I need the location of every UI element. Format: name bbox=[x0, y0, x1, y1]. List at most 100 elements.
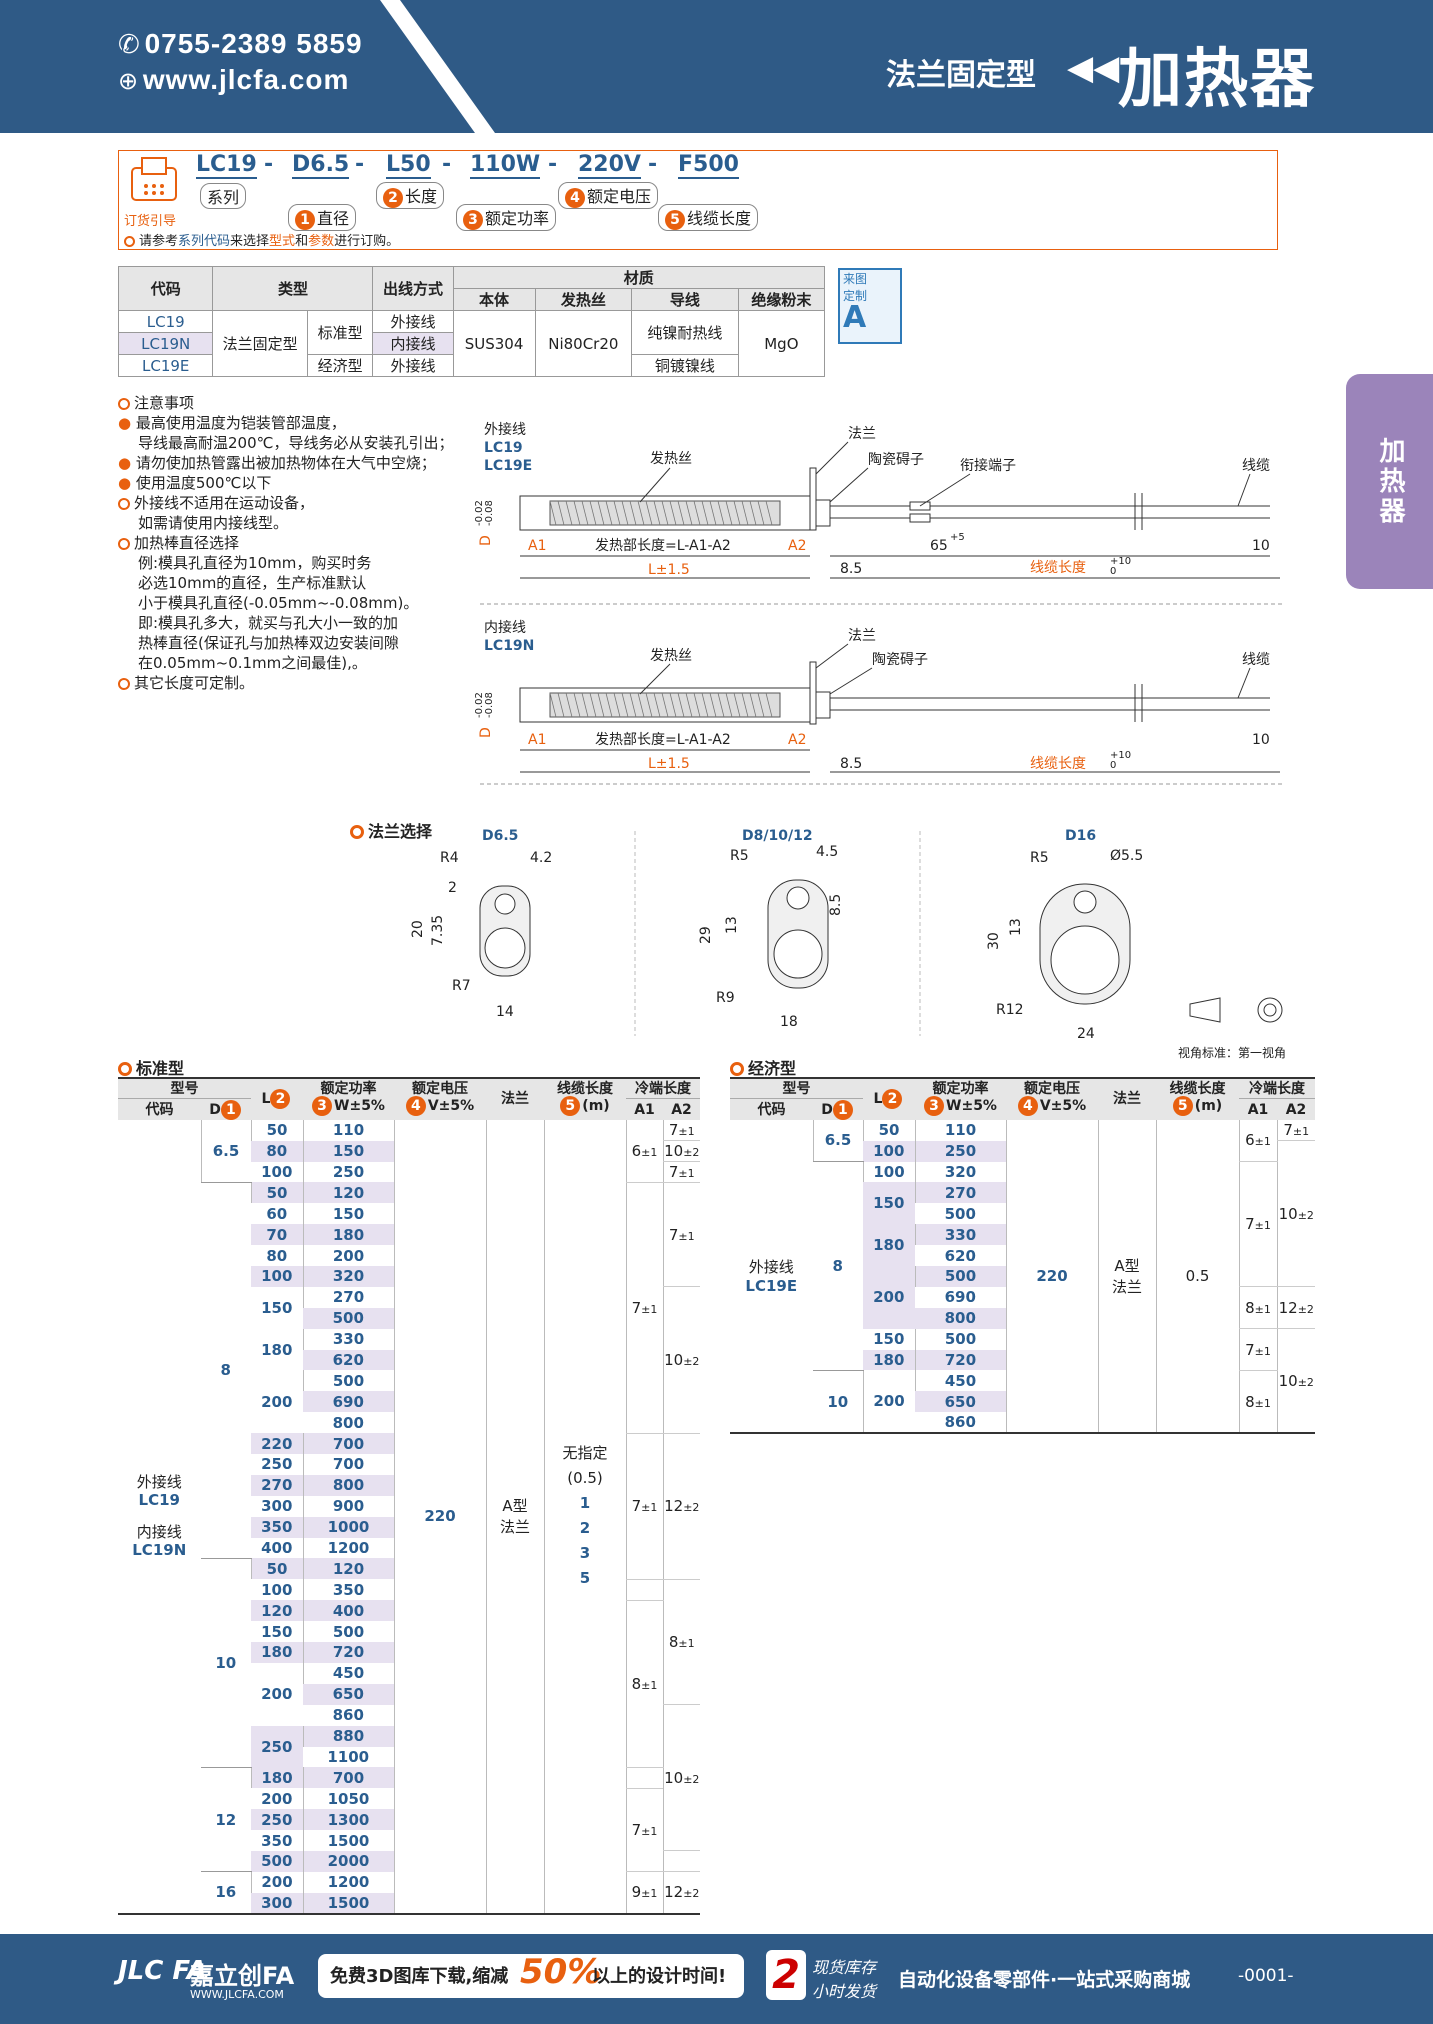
svg-text:A2: A2 bbox=[788, 538, 806, 554]
svg-text:线缆长度: 线缆长度 bbox=[1030, 560, 1086, 576]
svg-text:13: 13 bbox=[724, 916, 740, 934]
double-arrow-icon: ◀◀ bbox=[1067, 48, 1120, 88]
table-row: 860 bbox=[944, 1413, 976, 1432]
footer-logo: JLC FA bbox=[118, 1956, 207, 1986]
svg-text:65: 65 bbox=[930, 538, 948, 554]
notes-block: 注意事项 ● 最高使用温度为铠装管部温度， 导线最高耐温200℃，导线务必从安装… bbox=[118, 394, 454, 692]
code-sep: - bbox=[355, 152, 365, 177]
header-bar bbox=[0, 0, 1433, 133]
svg-text:线缆: 线缆 bbox=[1242, 652, 1270, 668]
eco-section-title: 经济型 bbox=[730, 1055, 796, 1079]
footer-slogan-a: 免费3D图库下载,缩减 bbox=[330, 1966, 509, 1987]
svg-text:L±1.5: L±1.5 bbox=[648, 562, 690, 578]
header-diagonal bbox=[380, 0, 495, 133]
svg-text:+10: +10 bbox=[1110, 556, 1131, 567]
code-length: L50 bbox=[386, 152, 431, 179]
order-note: 请参考系列代码来选择型式和参数进行订购。 bbox=[124, 230, 399, 249]
code-sep: - bbox=[442, 152, 452, 177]
svg-text:4.2: 4.2 bbox=[530, 850, 552, 866]
footer-slogan-pct: 50% bbox=[520, 1952, 602, 1992]
page-subtitle: 法兰固定型 bbox=[886, 58, 1036, 93]
svg-text:法兰: 法兰 bbox=[848, 628, 876, 644]
svg-text:8.5: 8.5 bbox=[828, 894, 844, 916]
svg-text:D: D bbox=[478, 727, 494, 738]
tag-series: 系列 bbox=[200, 183, 247, 209]
svg-text:0: 0 bbox=[1110, 566, 1116, 577]
table-row: 500 bbox=[944, 1204, 976, 1223]
ceramic-insulator bbox=[815, 499, 831, 527]
code-power: 110W bbox=[470, 152, 541, 179]
phone-row: ✆ 0755-2389 5859 bbox=[118, 28, 363, 60]
svg-text:D: D bbox=[478, 535, 494, 546]
cable-label: 线缆 bbox=[1242, 458, 1270, 474]
phone-icon: ✆ bbox=[118, 30, 140, 60]
svg-text:14: 14 bbox=[496, 1004, 514, 1020]
fax-phone-icon bbox=[131, 157, 177, 201]
flange-label: 法兰 bbox=[848, 426, 876, 442]
svg-text:30: 30 bbox=[986, 932, 1002, 950]
code-sep: - bbox=[264, 152, 274, 177]
svg-text:0: 0 bbox=[1110, 760, 1116, 771]
ceramic-label: 陶瓷碍子 bbox=[868, 452, 924, 468]
svg-text:A1: A1 bbox=[528, 732, 546, 748]
svg-text:13: 13 bbox=[1008, 918, 1024, 936]
svg-text:发热部长度=L-A1-A2: 发热部长度=L-A1-A2 bbox=[595, 732, 731, 748]
svg-text:-0.08: -0.08 bbox=[484, 500, 495, 526]
footer-hours: 2 bbox=[766, 1950, 806, 2000]
custom-badge[interactable]: 来图 定制 A bbox=[838, 268, 902, 344]
footer-ship: 小时发货 bbox=[812, 1982, 877, 2001]
svg-text:-0.08: -0.08 bbox=[484, 692, 495, 718]
projection-cone-icon bbox=[1189, 997, 1221, 1023]
order-guide bbox=[118, 150, 1278, 250]
flange-plate bbox=[809, 467, 817, 531]
flange-section-title: 法兰选择 bbox=[350, 818, 432, 842]
globe-icon: ⊕ bbox=[118, 67, 139, 95]
phone-number: 0755-2389 5859 bbox=[144, 28, 363, 59]
svg-text:发热丝: 发热丝 bbox=[650, 648, 692, 664]
svg-text:R12: R12 bbox=[996, 1002, 1024, 1018]
svg-text:-0.02: -0.02 bbox=[474, 692, 485, 718]
int-label: 内接线 bbox=[484, 619, 526, 636]
side-tab[interactable]: 加热器 bbox=[1346, 374, 1433, 589]
svg-text:陶瓷碍子: 陶瓷碍子 bbox=[872, 652, 928, 668]
svg-text:+5: +5 bbox=[950, 532, 965, 543]
page-title: 加热器 bbox=[1118, 43, 1316, 117]
svg-text:A1: A1 bbox=[528, 538, 546, 554]
spec-table: 代码 类型 出线方式 材质 本体 发热丝 导线 绝缘粉末 LC19 法兰固定型 … bbox=[117, 266, 826, 377]
terminal-label: 衔接端子 bbox=[960, 457, 1016, 474]
flange-drawings: D6.5 R4 4.2 2 20 7.35 R7 14 D8/10/12 R5 … bbox=[410, 828, 1286, 1060]
svg-text:D16: D16 bbox=[1065, 828, 1096, 844]
svg-text:线缆长度: 线缆长度 bbox=[1030, 756, 1086, 772]
code-sep: - bbox=[548, 152, 558, 177]
svg-text:-0.02: -0.02 bbox=[474, 500, 485, 526]
website-url[interactable]: www.jlcfa.com bbox=[142, 64, 350, 95]
svg-text:R4: R4 bbox=[440, 850, 459, 866]
svg-text:8.5: 8.5 bbox=[840, 561, 862, 577]
code-cable: F500 bbox=[678, 152, 739, 179]
svg-text:7.35: 7.35 bbox=[430, 915, 446, 946]
page-number: -0001- bbox=[1238, 1966, 1294, 1986]
code-series: LC19 bbox=[196, 152, 257, 179]
footer-brand-cn: 嘉立创FA bbox=[190, 1962, 295, 1990]
footer-url[interactable]: WWW.JLCFA.COM bbox=[190, 1988, 284, 2001]
svg-text:4.5: 4.5 bbox=[816, 844, 838, 860]
svg-text:+10: +10 bbox=[1110, 750, 1131, 761]
